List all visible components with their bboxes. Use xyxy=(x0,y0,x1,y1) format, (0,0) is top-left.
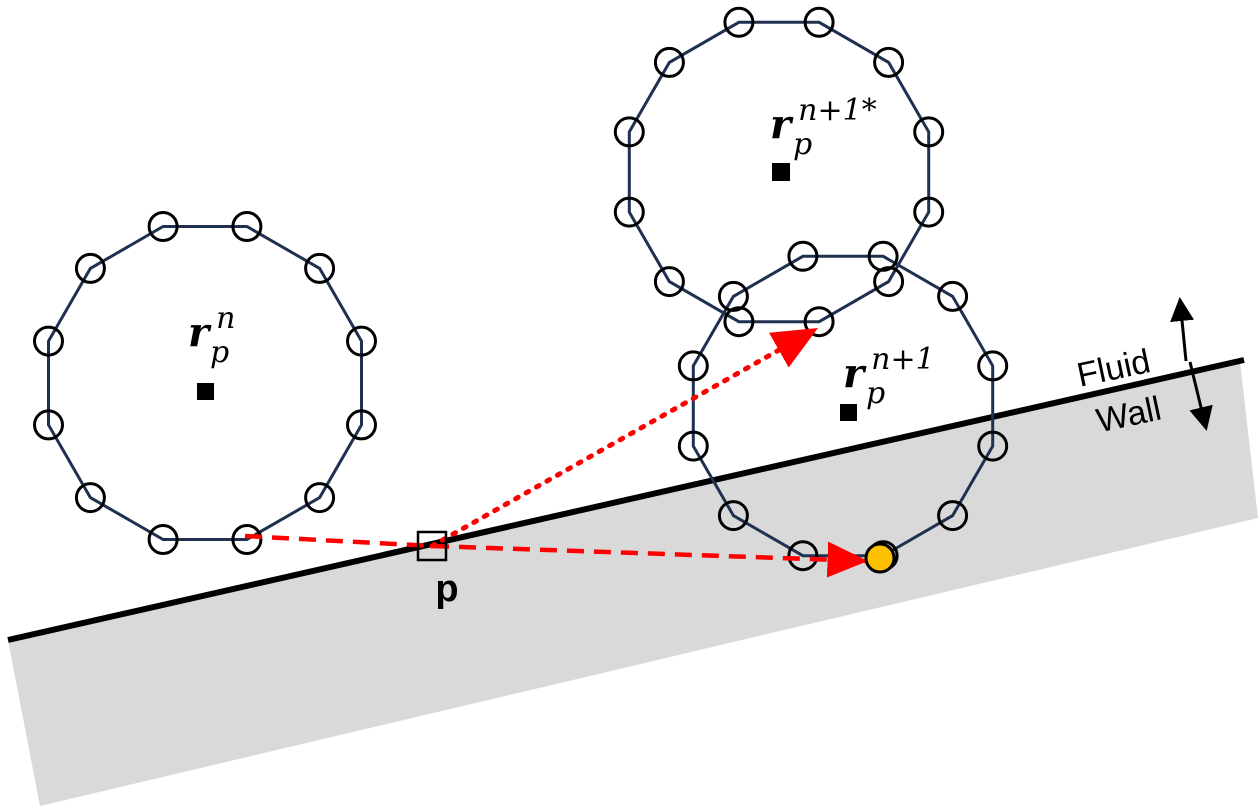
position-rnstar-sup: n+1* xyxy=(798,93,877,128)
particle-rnstar-node xyxy=(803,306,835,338)
wall-boundary-line xyxy=(7,357,1245,643)
particle-rnstar xyxy=(613,6,945,338)
trajectory-dashed-reflected xyxy=(431,541,869,578)
position-rn1-base: r xyxy=(843,350,867,397)
particle-rn1-node xyxy=(977,350,1009,382)
wall-region xyxy=(8,362,1258,806)
trajectory-dotted-penetrating xyxy=(429,325,821,549)
particle-rn1-node xyxy=(937,500,969,532)
particle-rnstar-outline xyxy=(627,20,931,324)
particle-rn-node xyxy=(33,325,64,357)
position-label-rnstar: r n+1* p xyxy=(770,93,882,162)
position-label-rn1: r n+1 p xyxy=(843,342,940,411)
particle-rn1-node xyxy=(787,540,819,572)
fluid-arrow xyxy=(1170,297,1194,362)
particle-rnstar-node xyxy=(873,46,905,78)
particle-rn-node xyxy=(304,482,336,514)
particle-rn-node xyxy=(74,252,106,284)
position-rn-sub: p xyxy=(210,335,229,370)
trajectory-group xyxy=(244,325,869,578)
centroid-rnstar xyxy=(772,163,790,181)
particle-rnstar-node xyxy=(803,6,835,38)
particle-rn-node xyxy=(346,325,377,357)
particle-rn1-node xyxy=(677,350,709,382)
particle-rn1-node xyxy=(677,430,709,462)
contact-point-label: p xyxy=(435,568,458,610)
particle-rnstar-node xyxy=(723,6,755,38)
position-labels: r n p r n+1 p r n+1* p xyxy=(188,93,940,421)
particle-rn-node xyxy=(231,211,263,242)
centroid-rn1 xyxy=(840,404,857,421)
particle-rn1-node xyxy=(977,430,1009,462)
particle-rn-node xyxy=(304,252,336,284)
position-rnstar-sub: p xyxy=(793,127,812,162)
particle-rn1-node xyxy=(867,240,899,272)
position-rn1-sub: p xyxy=(866,376,885,411)
particle-rn1-node xyxy=(937,280,969,312)
particle-rn1-node xyxy=(717,500,749,532)
position-rn-sup: n xyxy=(216,301,235,336)
particle-rn-node xyxy=(33,409,64,441)
particle-rn-node xyxy=(147,211,179,242)
position-rn-base: r xyxy=(188,309,212,356)
particle-rn1-node xyxy=(717,280,749,312)
particle-rn-node xyxy=(74,482,106,514)
particle-rnstar-node xyxy=(613,116,645,148)
position-label-rn: r n p xyxy=(188,301,241,370)
wall-arrow xyxy=(1188,361,1213,431)
trajectory-dashed-in xyxy=(244,533,433,549)
particle-rn-node xyxy=(147,524,179,555)
particle-rnstar-node xyxy=(913,116,945,148)
particle-rnstar-node xyxy=(613,196,645,228)
particle-rnstar-node xyxy=(653,266,685,298)
position-rn1-sup: n+1 xyxy=(871,342,935,377)
particle-rn1-node xyxy=(787,240,819,272)
position-rnstar-base: r xyxy=(770,101,794,148)
contact-node xyxy=(864,542,896,574)
particle-rnstar-node xyxy=(653,46,685,78)
particle-rn-node xyxy=(231,524,263,555)
particle-rnstar-node xyxy=(913,196,945,228)
centroid-rn xyxy=(197,383,214,400)
particle-rn-node xyxy=(346,409,377,441)
contact-point-marker xyxy=(416,530,448,562)
particle-rn-outline xyxy=(47,225,363,541)
particle-rn xyxy=(33,211,377,555)
